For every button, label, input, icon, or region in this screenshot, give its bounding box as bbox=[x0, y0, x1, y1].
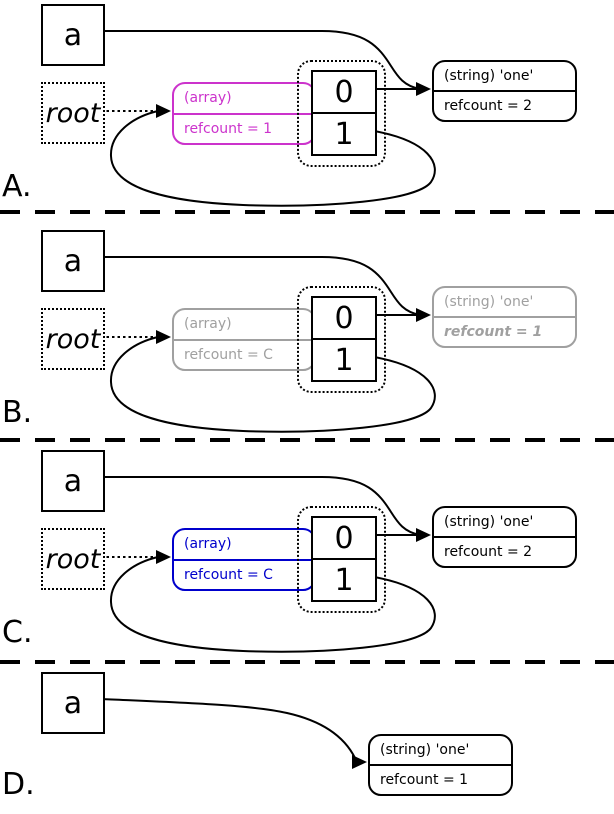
array-refcount-label: refcount = C bbox=[174, 558, 314, 590]
array-zval-box: (array) refcount = C bbox=[172, 308, 316, 371]
array-elements-box: 0 1 bbox=[311, 70, 377, 156]
panel-b-label: B. bbox=[2, 395, 33, 430]
variable-a-box: a bbox=[41, 450, 105, 512]
variable-a-box: a bbox=[41, 672, 105, 734]
root-box: root bbox=[41, 82, 105, 144]
cycle-back-wire bbox=[109, 336, 436, 433]
variable-a-label: a bbox=[63, 17, 83, 53]
a-to-string-wire bbox=[101, 476, 421, 536]
panel-d-label: D. bbox=[2, 767, 35, 802]
arrowhead-to-string-icon bbox=[416, 528, 431, 542]
variable-a-box: a bbox=[41, 230, 105, 292]
root-box: root bbox=[41, 308, 105, 370]
arrowhead-to-string-icon bbox=[416, 308, 431, 322]
panel-d: a (string) 'one' refcount = 1 D. bbox=[0, 664, 614, 814]
string-zval-box: (string) 'one' refcount = 1 bbox=[368, 734, 513, 796]
root-label: root bbox=[45, 543, 101, 575]
array-index-0-cell: 0 bbox=[334, 74, 354, 110]
array-elements-box: 0 1 bbox=[311, 296, 377, 382]
root-label: root bbox=[45, 97, 101, 129]
array-index-0-cell: 0 bbox=[334, 520, 354, 556]
variable-a-label: a bbox=[63, 243, 83, 279]
array-refcount-label: refcount = 1 bbox=[174, 112, 314, 144]
a-to-string-wire bbox=[101, 30, 421, 90]
string-refcount-label: refcount = 2 bbox=[434, 90, 575, 120]
panel-a-pointer-wires bbox=[101, 30, 436, 207]
string-zval-box: (string) 'one' refcount = 2 bbox=[432, 506, 577, 568]
string-refcount-label: refcount = 1 bbox=[370, 764, 511, 794]
section-divider-3 bbox=[0, 660, 614, 664]
string-type-label: (string) 'one' bbox=[444, 514, 534, 530]
array-refcount-label: refcount = C bbox=[174, 338, 314, 370]
string-zval-box: (string) 'one' refcount = 2 bbox=[432, 60, 577, 122]
string-zval-box: (string) 'one' refcount = 1 bbox=[432, 286, 577, 348]
arrowhead-to-array-icon bbox=[156, 550, 171, 564]
section-divider-1 bbox=[0, 210, 614, 214]
string-refcount-label: refcount = 2 bbox=[434, 536, 575, 566]
array-zval-box: (array) refcount = C bbox=[172, 528, 316, 591]
string-type-label: (string) 'one' bbox=[380, 742, 470, 758]
root-label: root bbox=[45, 323, 101, 355]
array-elements-box: 0 1 bbox=[311, 516, 377, 602]
array-index-1-cell: 1 bbox=[313, 112, 375, 154]
array-elements-outline bbox=[297, 60, 386, 167]
array-index-1-cell: 1 bbox=[313, 338, 375, 380]
array-elements-outline bbox=[297, 286, 386, 393]
cycle-back-wire bbox=[109, 110, 436, 207]
panel-b-pointer-wires bbox=[101, 256, 436, 433]
array-index-0-cell: 0 bbox=[334, 300, 354, 336]
panel-d-pointer-wires bbox=[100, 698, 367, 769]
panel-a: a root (array) refcount = 1 0 1 (string)… bbox=[0, 0, 614, 226]
section-divider-2 bbox=[0, 438, 614, 442]
variable-a-label: a bbox=[63, 463, 83, 499]
a-to-string-wire bbox=[100, 698, 356, 759]
variable-a-box: a bbox=[41, 4, 105, 66]
array-type-label: (array) bbox=[184, 90, 232, 107]
panel-c-label: C. bbox=[2, 615, 33, 650]
string-refcount-label: refcount = 1 bbox=[434, 316, 575, 346]
panel-c: a root (array) refcount = C 0 1 (string)… bbox=[0, 446, 614, 662]
array-elements-outline bbox=[297, 506, 386, 613]
panel-c-pointer-wires bbox=[101, 476, 436, 653]
panel-b: a root (array) refcount = C 0 1 (string)… bbox=[0, 226, 614, 452]
arrowhead-to-string-icon bbox=[352, 755, 367, 769]
arrowhead-to-string-icon bbox=[416, 82, 431, 96]
cycle-back-wire bbox=[109, 556, 436, 653]
array-type-label: (array) bbox=[184, 316, 232, 333]
array-type-label: (array) bbox=[184, 536, 232, 553]
arrowhead-to-array-icon bbox=[156, 104, 171, 118]
panel-a-label: A. bbox=[2, 169, 32, 204]
array-zval-box: (array) refcount = 1 bbox=[172, 82, 316, 145]
string-type-label: (string) 'one' bbox=[444, 294, 534, 310]
string-type-label: (string) 'one' bbox=[444, 68, 534, 84]
array-index-1-cell: 1 bbox=[313, 558, 375, 600]
arrowhead-to-array-icon bbox=[156, 330, 171, 344]
root-box: root bbox=[41, 528, 105, 590]
a-to-string-wire bbox=[101, 256, 421, 316]
variable-a-label: a bbox=[63, 685, 83, 721]
